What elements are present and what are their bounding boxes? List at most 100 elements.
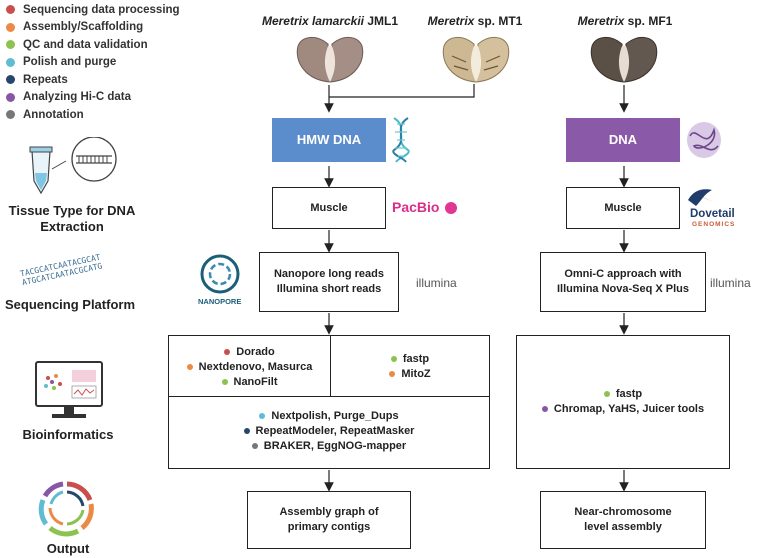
legend-dot-icon bbox=[6, 110, 15, 120]
tube-dna-icon bbox=[29, 137, 117, 195]
genomics-logo: GENOMICS bbox=[692, 221, 736, 228]
tool-label: Nextdenovo, Masurca bbox=[198, 360, 313, 373]
clam-mt1-image bbox=[442, 37, 510, 83]
hmw-dna-label: HMW DNA bbox=[296, 132, 362, 148]
tool-label: fastp bbox=[402, 352, 430, 365]
tool-item: fastp bbox=[331, 351, 489, 366]
legend-label: Repeats bbox=[23, 73, 68, 86]
right-tissue-label: Muscle bbox=[604, 201, 642, 214]
legend-label: Assembly/Scaffolding bbox=[23, 21, 144, 34]
left-reads-line1: Nanopore long reads bbox=[273, 268, 385, 281]
bio-divider-vertical bbox=[330, 336, 332, 396]
tool-dot-icon bbox=[390, 355, 397, 362]
legend-item: Assembly/Scaffolding bbox=[6, 19, 180, 37]
tool-dot-icon bbox=[541, 405, 548, 412]
tool-item: Nextpolish, Purge_Dups bbox=[169, 408, 489, 423]
legend-item: Annotation bbox=[6, 106, 180, 124]
tool-item: Chromap, YaHS, Juicer tools bbox=[517, 401, 729, 416]
tool-dot-icon bbox=[186, 363, 193, 370]
illumina-logo-left: illumina bbox=[416, 276, 457, 290]
tool-dot-icon bbox=[221, 378, 228, 385]
tool-item: fastp bbox=[517, 386, 729, 401]
legend-item: Repeats bbox=[6, 71, 180, 89]
tool-label: BRAKER, EggNOG-mapper bbox=[263, 439, 407, 452]
right-reads-line2: Illumina Nova-Seq X Plus bbox=[556, 283, 690, 295]
legend-item: QC and data validation bbox=[6, 36, 180, 54]
left-reads-box: Nanopore long reads Illumina short reads bbox=[259, 252, 399, 312]
clam-jml1-image bbox=[296, 37, 364, 83]
legend-label: Polish and purge bbox=[23, 56, 117, 69]
side-label-output: Output bbox=[46, 541, 90, 556]
monitor-icon bbox=[35, 361, 103, 418]
circos-output-icon bbox=[38, 481, 94, 537]
dovetail-logo: Dovetail bbox=[690, 208, 735, 220]
legend-dot-icon bbox=[6, 40, 15, 50]
pacbio-dot-icon bbox=[445, 202, 457, 214]
tool-dot-icon bbox=[243, 427, 250, 434]
species-title-mf1: Meretrix sp. MF1 bbox=[577, 14, 673, 28]
tool-label: MitoZ bbox=[401, 367, 431, 380]
tool-item: MitoZ bbox=[331, 366, 489, 381]
legend-item: Sequencing data processing bbox=[6, 1, 180, 19]
legend-label: QC and data validation bbox=[23, 38, 148, 51]
left-tissue-box: Muscle bbox=[272, 187, 386, 229]
chromatin-icon bbox=[687, 122, 721, 158]
left-tissue-label: Muscle bbox=[310, 201, 348, 214]
clam-mf1-image bbox=[590, 37, 658, 83]
right-output-line2: level assembly bbox=[584, 521, 662, 533]
arrow-mt1-merge bbox=[329, 84, 475, 98]
dovetail-bird-icon bbox=[688, 189, 714, 206]
right-output-line1: Near-chromosome bbox=[574, 506, 672, 519]
hmw-dna-box: HMW DNA bbox=[272, 118, 386, 162]
nanopore-logo-icon bbox=[200, 254, 240, 294]
tool-dot-icon bbox=[251, 442, 258, 449]
tool-item: RepeatModeler, RepeatMasker bbox=[169, 423, 489, 438]
species-title-mt1: Meretrix sp. MT1 bbox=[427, 14, 523, 28]
legend-dot-icon bbox=[6, 92, 15, 102]
tool-dot-icon bbox=[389, 370, 396, 377]
tool-label: Chromap, YaHS, Juicer tools bbox=[553, 402, 705, 415]
tool-label: fastp bbox=[615, 387, 643, 400]
right-output-box: Near-chromosome level assembly bbox=[540, 491, 706, 549]
species-title-jml1: Meretrix lamarckii JML1 bbox=[261, 14, 399, 28]
illumina-logo-right: illumina bbox=[710, 276, 751, 290]
dna-helix-icon bbox=[392, 117, 410, 163]
tool-label: RepeatModeler, RepeatMasker bbox=[255, 424, 415, 437]
legend-item: Polish and purge bbox=[6, 54, 180, 72]
legend-label: Sequencing data processing bbox=[23, 3, 180, 16]
side-label-bioinformatics: Bioinformatics bbox=[22, 427, 114, 442]
legend-label: Analyzing Hi-C data bbox=[23, 91, 131, 104]
tool-dot-icon bbox=[259, 412, 266, 419]
left-output-box: Assembly graph of primary contigs bbox=[247, 491, 411, 549]
dna-label: DNA bbox=[608, 132, 638, 148]
nanopore-logo: NANOPORE bbox=[198, 297, 242, 306]
tool-label: Dorado bbox=[236, 345, 275, 358]
legend-dot-icon bbox=[6, 57, 15, 67]
legend-label: Annotation bbox=[23, 108, 84, 121]
right-tissue-box: Muscle bbox=[566, 187, 680, 229]
bio-divider-horizontal bbox=[169, 396, 489, 398]
tool-dot-icon bbox=[603, 390, 610, 397]
tool-dot-icon bbox=[224, 348, 231, 355]
legend-dot-icon bbox=[6, 5, 15, 15]
left-reads-line2: Illumina short reads bbox=[276, 283, 382, 295]
side-label-platform: Sequencing Platform bbox=[4, 297, 136, 312]
legend-dot-icon bbox=[6, 75, 15, 85]
dna-box: DNA bbox=[566, 118, 680, 162]
side-label-tissue: Tissue Type for DNA Extraction bbox=[8, 203, 136, 234]
legend-item: Analyzing Hi-C data bbox=[6, 89, 180, 107]
tool-item: Dorado bbox=[169, 344, 330, 359]
legend-dot-icon bbox=[6, 22, 15, 32]
tool-label: Nextpolish, Purge_Dups bbox=[271, 409, 399, 422]
right-reads-box: Omni-C approach with Illumina Nova-Seq X… bbox=[540, 252, 706, 312]
pacbio-logo: PacBio bbox=[392, 199, 440, 215]
left-output-line1: Assembly graph of bbox=[279, 506, 379, 519]
tool-item: NanoFilt bbox=[169, 374, 330, 389]
